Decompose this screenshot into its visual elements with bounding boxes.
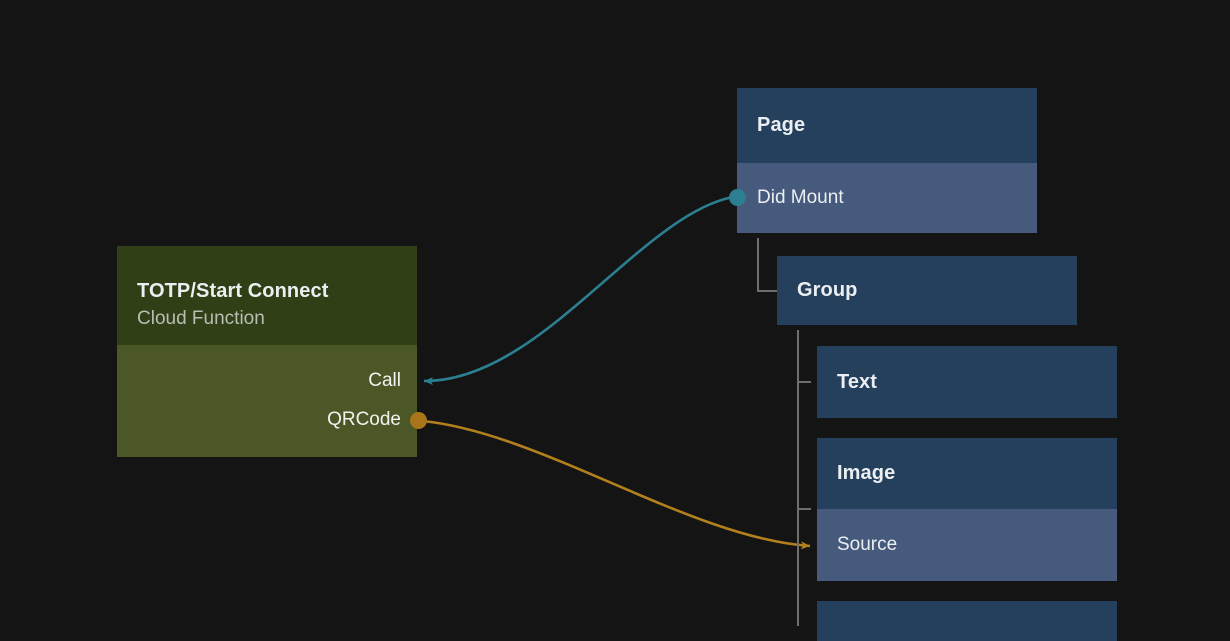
node-text[interactable]: Text [817,346,1117,418]
node-text-title: Text [837,370,878,393]
node-page-port-did-mount-label: Did Mount [757,187,844,208]
node-cloud-function-title: TOTP/Start Connect [137,280,329,302]
node-page-port-did-mount[interactable]: Did Mount [737,163,1037,233]
tree-connector-group-children-spine [797,330,799,626]
node-page-header[interactable]: Page [737,88,1037,163]
node-page[interactable]: Page Did Mount [737,88,1037,233]
node-partial-header[interactable] [817,601,1117,641]
node-page-title: Page [757,114,806,136]
tree-connector-group-text-stub [797,381,811,383]
node-text-header[interactable]: Text [817,346,1117,418]
node-group-title: Group [797,279,858,301]
node-cloud-function-body: Call QRCode [117,345,417,457]
output-port-qrcode[interactable]: QRCode [327,409,401,430]
node-group[interactable]: Group [777,256,1077,325]
port-dot-did-mount[interactable] [729,189,746,206]
node-partial-offscreen[interactable] [817,601,1117,641]
node-group-header[interactable]: Group [777,256,1077,325]
edge-did-mount-to-call [423,195,734,386]
node-cloud-function[interactable]: TOTP/Start Connect Cloud Function Call Q… [117,246,417,457]
tree-connector-page-group-horizontal [757,290,777,292]
node-image[interactable]: Image Source [817,438,1117,581]
node-image-title: Image [837,462,896,484]
output-port-call[interactable]: Call [368,370,401,391]
tree-connector-page-group-vertical [757,238,759,292]
port-dot-qrcode[interactable] [410,412,427,429]
node-image-port-source-label: Source [837,534,898,555]
edge-qrcode-to-source [421,419,811,550]
node-image-header[interactable]: Image [817,438,1117,509]
node-cloud-function-header[interactable]: TOTP/Start Connect Cloud Function [117,246,417,345]
tree-connector-group-image-stub [797,508,811,510]
node-image-port-source[interactable]: Source [817,509,1117,581]
node-cloud-function-subtitle: Cloud Function [137,308,265,329]
